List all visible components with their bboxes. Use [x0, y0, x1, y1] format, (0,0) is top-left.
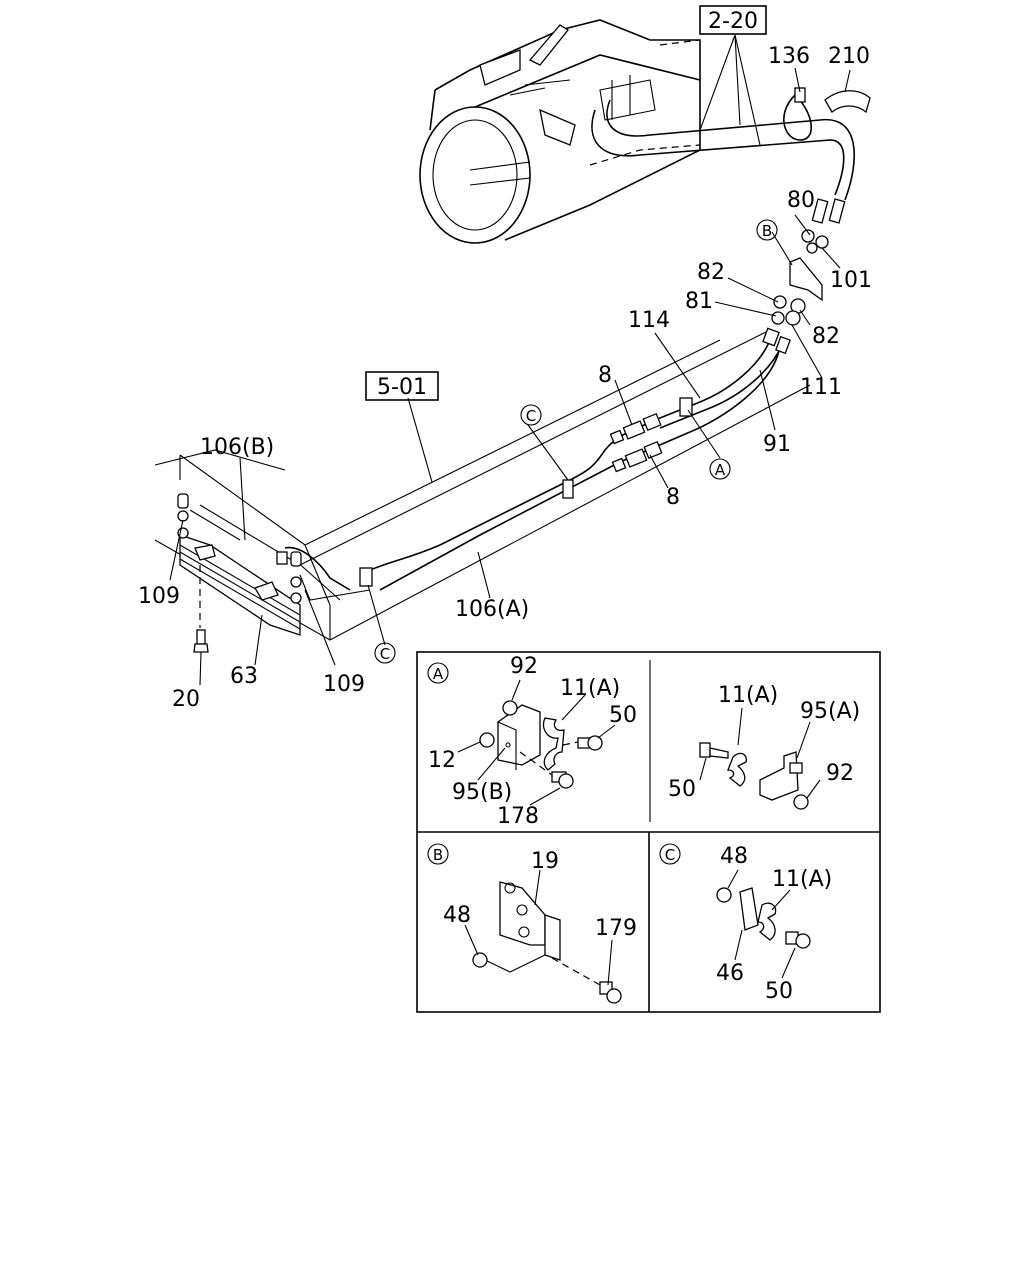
svg-text:A: A [433, 665, 444, 683]
heat-shield-clip [824, 90, 871, 114]
label-114: 114 [628, 308, 670, 333]
label-c-48: 48 [720, 844, 748, 869]
detail-c: C 48 11(A) 46 50 [659, 843, 832, 1004]
union-washers [771, 295, 806, 326]
transmission-cooler-lines [591, 99, 855, 201]
label-a-95b: 95(B) [452, 780, 512, 805]
label-a-178: 178 [497, 804, 539, 829]
oil-cooler-pipes [284, 339, 783, 601]
part-number-labels: 136 210 80 101 82 81 82 111 114 8 8 91 1… [138, 44, 872, 712]
label-82-lower: 82 [812, 324, 840, 349]
view-marker-b: B [756, 219, 778, 241]
ref-box-2-20: 2-20 [699, 5, 767, 35]
svg-text:B: B [762, 222, 772, 240]
hose-clamp [783, 87, 813, 141]
label-b-19: 19 [531, 849, 559, 874]
view-marker-c-lower: C [374, 642, 396, 664]
svg-text:C: C [380, 645, 390, 663]
label-109-right: 109 [323, 672, 365, 697]
svg-text:A: A [715, 461, 726, 479]
detail-a-left: A 92 11(A) 50 12 95(B) 178 [427, 654, 637, 829]
detail-b: B 19 48 179 [427, 843, 637, 1004]
label-b-179: 179 [595, 916, 637, 941]
label-a-50: 50 [609, 703, 637, 728]
label-101: 101 [830, 268, 872, 293]
label-b-48: 48 [443, 903, 471, 928]
detail-a-right: 11(A) 95(A) 50 92 [668, 683, 860, 810]
label-ar-92: 92 [826, 761, 854, 786]
svg-text:C: C [665, 846, 675, 864]
label-c-46: 46 [716, 961, 744, 986]
label-63: 63 [230, 664, 258, 689]
bracket-b [771, 231, 823, 302]
hose-fittings [801, 198, 846, 254]
label-ar-50: 50 [668, 777, 696, 802]
svg-text:B: B [433, 846, 443, 864]
pipe-clamps [276, 327, 791, 587]
label-106b: 106(B) [200, 435, 274, 460]
mounting-bolt [193, 629, 209, 653]
transmission-housing [419, 19, 701, 244]
label-82-upper: 82 [697, 260, 725, 285]
label-80: 80 [787, 188, 815, 213]
label-136: 136 [768, 44, 810, 69]
label-a-12: 12 [428, 748, 456, 773]
label-a-11a: 11(A) [560, 676, 620, 701]
svg-text:2-20: 2-20 [708, 9, 758, 34]
label-a-92: 92 [510, 654, 538, 679]
ref-box-5-01: 5-01 [365, 371, 439, 401]
pipe-unions [609, 412, 663, 473]
cooler-fittings [177, 493, 302, 604]
oil-cooler [179, 509, 301, 636]
label-81: 81 [685, 289, 713, 314]
label-ar-11a: 11(A) [718, 683, 778, 708]
detail-panel-frame [416, 651, 881, 1013]
view-marker-a: A [709, 458, 731, 480]
label-106a: 106(A) [455, 597, 529, 622]
label-ar-95a: 95(A) [800, 699, 860, 724]
leader-lines [169, 34, 851, 686]
view-marker-c-upper: C [520, 404, 542, 426]
label-91: 91 [763, 432, 791, 457]
svg-text:C: C [526, 407, 536, 425]
label-8-upper: 8 [598, 363, 612, 388]
label-210: 210 [828, 44, 870, 69]
label-109-left: 109 [138, 584, 180, 609]
label-111: 111 [800, 375, 842, 400]
label-20: 20 [172, 687, 200, 712]
svg-text:5-01: 5-01 [377, 375, 427, 400]
label-c-50: 50 [765, 979, 793, 1004]
label-c-11a: 11(A) [772, 867, 832, 892]
label-8-lower: 8 [666, 485, 680, 510]
